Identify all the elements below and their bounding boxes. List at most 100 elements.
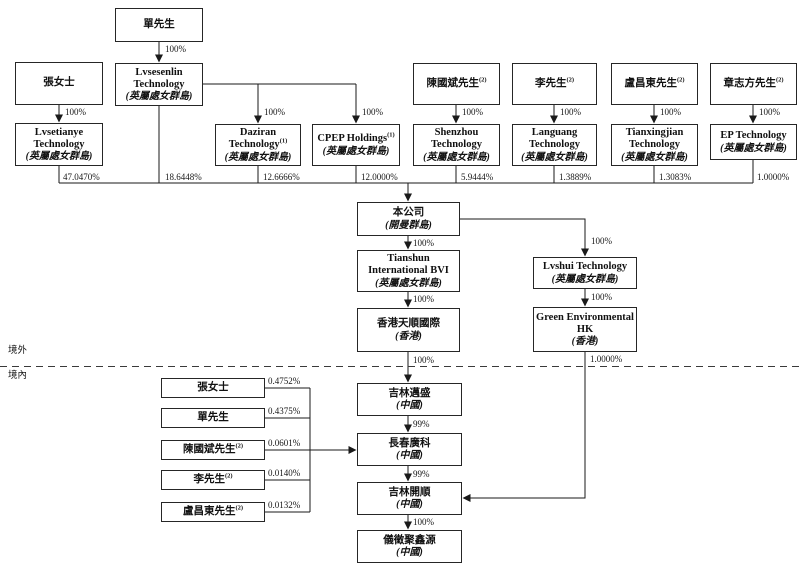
node-jurisdiction: (香港): [395, 330, 422, 342]
node-mr-lu-changdong: 盧昌東先生(2): [611, 63, 698, 105]
edge-label: 1.3083%: [659, 172, 692, 182]
node-title: 陳國斌先生(2): [426, 76, 487, 89]
node-domestic-mr-lu-changdong: 盧昌東先生(2): [161, 502, 265, 522]
node-hk-tianshun-international: 香港天順國際(香港): [357, 308, 460, 352]
node-title: 李先生(2): [193, 472, 233, 485]
node-ep-technology: EP Technology(英屬處女群島): [710, 124, 797, 160]
node-jurisdiction: (開曼群島): [385, 219, 432, 231]
node-jurisdiction: (英屬處女群島): [375, 277, 442, 289]
edge-label: 100%: [413, 294, 434, 304]
node-title: Lvsetianye Technology: [33, 126, 85, 150]
node-title: Lvshui Technology: [542, 261, 628, 273]
node-jilin-maisheng: 吉林邁盛(中國): [357, 383, 462, 416]
node-domestic-mr-li: 李先生(2): [161, 470, 265, 490]
node-title: CPEP Holdings(1): [317, 131, 395, 145]
edge-label: 100%: [65, 107, 86, 117]
edge-label: 100%: [413, 517, 434, 527]
edge-label: 1.0000%: [590, 354, 623, 364]
node-lvsesenlin-technology: Lvsesenlin Technology(英屬處女群島): [115, 63, 203, 106]
edge-label: 0.4752%: [268, 376, 301, 386]
node-title: 長春廣科: [388, 437, 431, 449]
node-mr-shan: 單先生: [115, 8, 203, 42]
node-title: Green Environmental HK: [536, 311, 634, 335]
node-title: 張女士: [43, 77, 75, 89]
node-title: Tianxingjian Technology: [625, 127, 684, 151]
node-title: 吉林邁盛: [388, 387, 431, 399]
node-mr-chen-guobin: 陳國斌先生(2): [413, 63, 500, 105]
node-the-company: 本公司(開曼群島): [357, 202, 460, 236]
node-title: 儀徵聚鑫源: [383, 534, 436, 546]
node-title: Tianshun International BVI: [368, 253, 449, 277]
node-tianshun-international-bvi: Tianshun International BVI(英屬處女群島): [357, 250, 460, 292]
node-title: Lvsesenlin Technology: [133, 66, 185, 90]
edge-label: 100%: [264, 107, 285, 117]
node-title: 本公司: [392, 207, 425, 219]
node-tianxingjian-technology: Tianxingjian Technology(英屬處女群島): [611, 124, 698, 166]
node-cpep-holdings: CPEP Holdings(1)(英屬處女群島): [312, 124, 400, 166]
node-title: Shenzhou Technology: [431, 127, 482, 151]
edge-label: 100%: [560, 107, 581, 117]
edge-label: 99%: [413, 419, 430, 429]
node-lvsetianye-technology: Lvsetianye Technology(英屬處女群島): [15, 123, 103, 166]
edge-label: 12.0000%: [361, 172, 398, 182]
edge-label: 18.6448%: [165, 172, 202, 182]
edge-label: 100%: [660, 107, 681, 117]
node-mr-li: 李先生(2): [512, 63, 597, 105]
node-domestic-ms-zhang: 張女士: [161, 378, 265, 398]
offshore-label: 境外: [8, 346, 28, 356]
node-jurisdiction: (中國): [396, 547, 423, 559]
node-domestic-mr-shan: 單先生: [161, 408, 265, 428]
node-title: 章志方先生(2): [723, 76, 784, 89]
node-title: EP Technology: [720, 130, 787, 142]
node-title: 李先生(2): [534, 76, 575, 89]
edge-label: 0.0132%: [268, 500, 301, 510]
edge-label: 0.0601%: [268, 438, 301, 448]
edge-label: 1.3889%: [559, 172, 592, 182]
edge-label: 100%: [462, 107, 483, 117]
edge-label: 100%: [413, 355, 434, 365]
edge-label: 100%: [591, 292, 612, 302]
node-title: 陳國斌先生(2): [182, 442, 244, 455]
node-jurisdiction: (中國): [396, 400, 423, 412]
edge-label: 100%: [759, 107, 780, 117]
edge-label: 0.0140%: [268, 468, 301, 478]
node-jurisdiction: (中國): [396, 450, 423, 462]
node-languang-technology: Languang Technology(英屬處女群島): [512, 124, 597, 166]
edge-label: 100%: [362, 107, 383, 117]
onshore-label: 境內: [8, 371, 28, 381]
node-domestic-mr-chen-guobin: 陳國斌先生(2): [161, 440, 265, 460]
node-jurisdiction: (英屬處女群島): [224, 151, 292, 163]
node-shenzhou-technology: Shenzhou Technology(英屬處女群島): [413, 124, 500, 166]
edge-label: 12.6666%: [263, 172, 300, 182]
node-jurisdiction: (英屬處女群島): [322, 145, 390, 157]
node-title: 香港天順國際: [377, 318, 440, 330]
edge-label: 100%: [413, 238, 434, 248]
node-mr-zhang-zhifang: 章志方先生(2): [710, 63, 797, 105]
edge-label: 5.9444%: [461, 172, 494, 182]
node-jurisdiction: (英屬處女群島): [521, 151, 588, 163]
node-jurisdiction: (英屬處女群島): [25, 151, 93, 163]
node-jurisdiction: (英屬處女群島): [423, 151, 490, 163]
node-jurisdiction: (英屬處女群島): [551, 273, 619, 285]
edge-label: 100%: [165, 44, 186, 54]
node-jilin-kaishun: 吉林開順(中國): [357, 482, 462, 515]
node-title: 單先生: [143, 18, 175, 30]
edge-label: 100%: [591, 236, 612, 246]
node-title: Languang Technology: [529, 127, 580, 151]
node-title: 盧昌東先生(2): [182, 504, 244, 517]
node-jurisdiction: (英屬處女群島): [621, 151, 688, 163]
node-yizheng-juxinyuan: 儀徵聚鑫源(中國): [357, 530, 462, 563]
node-ms-zhang: 張女士: [15, 62, 103, 105]
node-green-environmental-hk: Green Environmental HK(香港): [533, 307, 637, 352]
node-title: Daziran Technology(1): [228, 127, 288, 151]
node-title: 吉林開順: [388, 486, 431, 498]
edge-label: 1.0000%: [757, 172, 790, 182]
node-jurisdiction: (中國): [396, 499, 423, 511]
node-lvshui-technology: Lvshui Technology(英屬處女群島): [533, 257, 637, 289]
node-changchun-guangke: 長春廣科(中國): [357, 433, 462, 466]
edge-label: 0.4375%: [268, 406, 301, 416]
node-jurisdiction: (英屬處女群島): [125, 91, 193, 103]
node-title: 單先生: [197, 411, 229, 423]
